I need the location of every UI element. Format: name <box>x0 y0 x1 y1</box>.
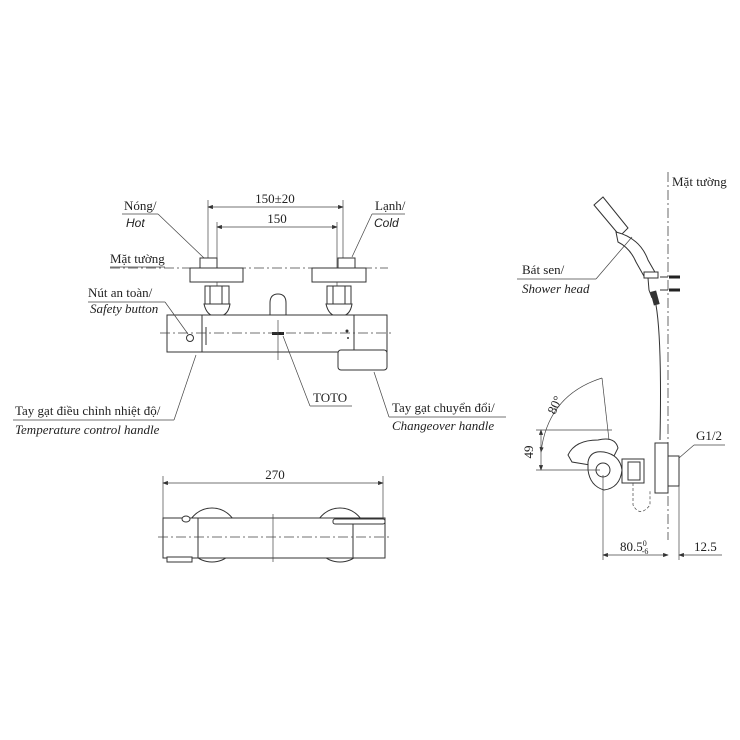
wall-surface-label: Mặt tường <box>110 251 165 266</box>
changeover-label-vi: Tay gạt chuyển đổi/ <box>392 400 495 415</box>
dimension-150-20: 150±20 <box>207 191 344 262</box>
hot-inlet <box>189 257 244 317</box>
shower-head-label-en: Shower head <box>522 281 590 296</box>
cold-label-vi: Lạnh/ <box>375 198 406 213</box>
changeover-handle <box>337 349 388 371</box>
mixer-side <box>567 438 680 512</box>
thread-label: G1/2 <box>696 428 722 443</box>
wall-surface-label-side: Mặt tường <box>672 174 727 189</box>
dimension-inner-label: 150 <box>267 211 287 226</box>
hot-label-en: Hot <box>126 216 145 230</box>
cold-label-en: Cold <box>374 216 399 230</box>
mixer-body <box>166 314 388 371</box>
length-dimension-label: 270 <box>265 467 285 482</box>
dimension-outer-label: 150±20 <box>255 191 295 206</box>
top-outlet <box>269 293 287 316</box>
temperature-control-handle <box>166 314 203 353</box>
front-view: 150±20 150 Mặt tường Nóng/ Hot Lạnh/ Col… <box>13 191 506 437</box>
brand-label: TOTO <box>313 390 347 405</box>
safety-label-vi: Nút an toàn/ <box>88 285 153 300</box>
height-dimension-label: 49 <box>521 446 536 459</box>
temperature-label-en: Temperature control handle <box>15 422 160 437</box>
hot-label-vi: Nóng/ <box>124 198 157 213</box>
dimension-150: 150 <box>216 211 338 305</box>
angle-label: 80° <box>544 393 565 416</box>
shower-head <box>593 196 680 441</box>
cold-inlet <box>311 257 367 317</box>
safety-button <box>186 334 194 342</box>
depth-dimension-label: 80.50-6 <box>620 539 648 556</box>
temperature-label-vi: Tay gạt điều chỉnh nhiệt độ/ <box>15 403 161 418</box>
bottom-view: 270 <box>158 467 392 563</box>
side-view: Mặt tường Bát sen/ Shower head <box>517 172 727 560</box>
shower-head-label-vi: Bát sen/ <box>522 262 565 277</box>
safety-label-en: Safety button <box>90 301 158 316</box>
pipe-dimension-label: 12.5 <box>694 539 717 554</box>
changeover-label-en: Changeover handle <box>392 418 494 433</box>
